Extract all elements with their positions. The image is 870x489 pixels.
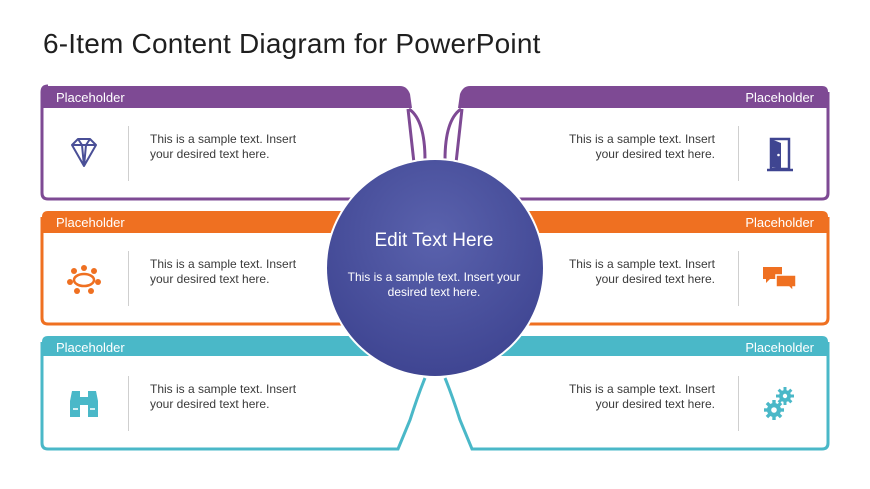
item-6-header: Placeholder <box>745 340 814 355</box>
frame-orange-right <box>510 211 830 326</box>
item-5-text: This is a sample text. Insert your desir… <box>150 382 297 411</box>
item-2-text: This is a sample text. Insert your desir… <box>568 132 715 161</box>
center-text: This is a sample text. Insert your desir… <box>347 270 521 299</box>
frame-purple-left <box>40 84 427 201</box>
item-4-text: This is a sample text. Insert your desir… <box>568 257 715 286</box>
frame-orange-left <box>40 211 360 326</box>
frame-teal-left <box>40 336 427 451</box>
item-5-header: Placeholder <box>56 340 125 355</box>
divider <box>128 376 129 431</box>
item-3-header: Placeholder <box>56 215 125 230</box>
center-title: Edit Text Here <box>374 230 494 251</box>
item-1-header: Placeholder <box>56 90 125 105</box>
slide-title: 6-Item Content Diagram for PowerPoint <box>43 28 541 59</box>
item-1-text: This is a sample text. Insert your desir… <box>150 132 297 161</box>
item-4-header: Placeholder <box>745 215 814 230</box>
item-6-text: This is a sample text. Insert your desir… <box>568 382 715 411</box>
team-meeting-icon <box>67 265 101 294</box>
divider <box>738 376 739 431</box>
frame-teal-right <box>443 336 830 451</box>
binoculars-icon <box>70 391 98 417</box>
divider <box>128 126 129 181</box>
diamond-icon <box>71 138 97 167</box>
center-circle <box>327 160 543 376</box>
divider <box>128 251 129 306</box>
door-icon <box>767 137 793 172</box>
chat-bubbles-icon <box>763 267 797 293</box>
gears-icon <box>764 387 794 420</box>
item-3-text: This is a sample text. Insert your desir… <box>150 257 297 286</box>
divider <box>738 251 739 306</box>
frame-purple-right <box>443 86 830 201</box>
item-2-header: Placeholder <box>745 90 814 105</box>
divider <box>738 126 739 181</box>
